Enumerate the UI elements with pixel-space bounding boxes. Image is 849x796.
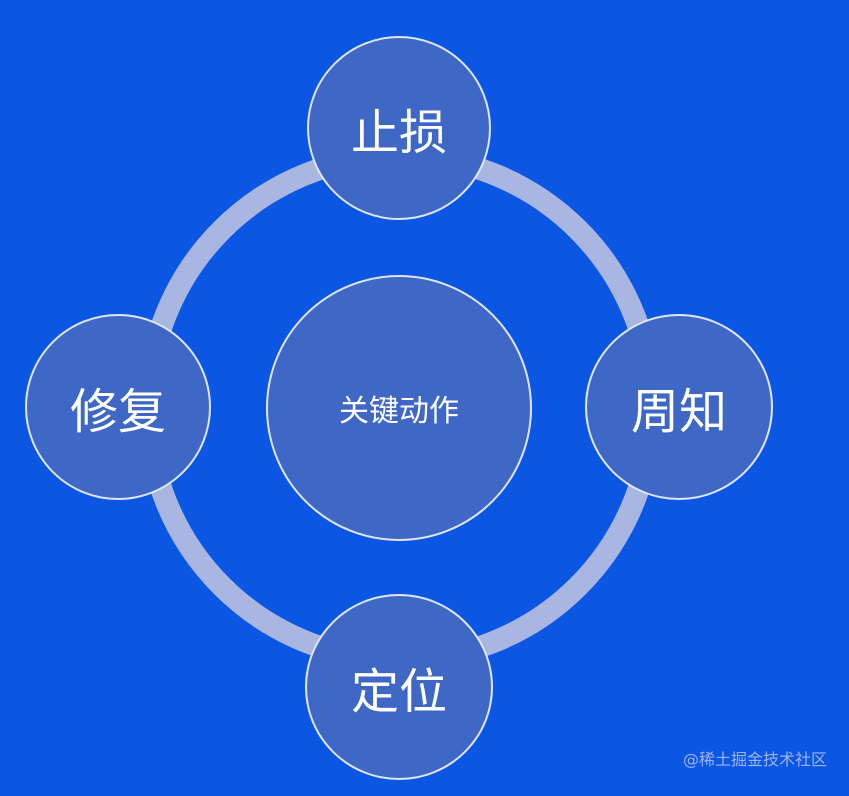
node-locate-label: 定位 xyxy=(350,664,447,720)
node-repair-label: 修复 xyxy=(69,384,166,440)
watermark: @稀土掘金技术社区 xyxy=(682,750,827,769)
node-repair: 修复 xyxy=(25,314,211,500)
node-stop-loss-label: 止损 xyxy=(350,105,447,161)
center-node-label: 关键动作 xyxy=(339,394,459,429)
node-stop-loss: 止损 xyxy=(307,36,491,220)
center-node-key-actions: 关键动作 xyxy=(266,275,532,541)
node-locate: 定位 xyxy=(305,594,493,780)
node-notify-label: 周知 xyxy=(630,384,727,440)
node-notify: 周知 xyxy=(585,314,773,500)
